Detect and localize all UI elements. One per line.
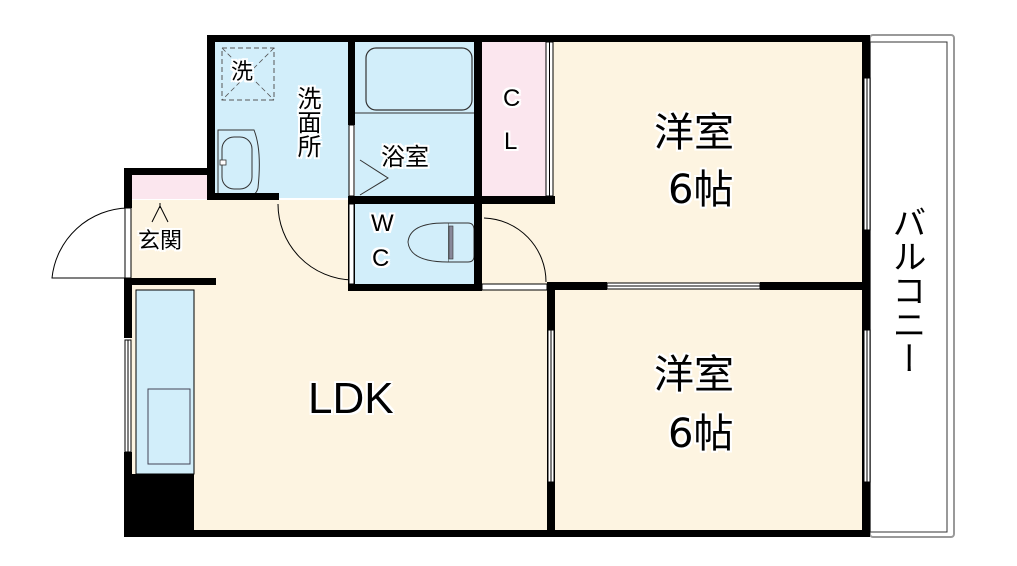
washer-space-icon xyxy=(221,47,275,101)
wc-label-w: W xyxy=(371,210,394,237)
bathroom-label: 浴室 xyxy=(381,143,429,171)
kitchen-sink xyxy=(147,388,191,465)
bathroom-floor xyxy=(355,40,480,198)
washroom-label: 洗面所 xyxy=(293,86,321,158)
western-room-2-label: 洋室 xyxy=(654,352,734,398)
balcony-label: バルコニー xyxy=(886,205,926,375)
closet-label-l: L xyxy=(504,128,518,155)
washer-label: 洗 xyxy=(231,60,254,85)
windows xyxy=(124,41,871,483)
kitchen-counter xyxy=(135,289,195,475)
western-room-1-size: 6帖 xyxy=(668,167,734,213)
washroom-door-swing xyxy=(277,203,353,281)
bathtub-icon xyxy=(365,47,473,111)
closet-label-c: C xyxy=(503,85,521,112)
closet-floor xyxy=(480,40,550,198)
wc-label-c: C xyxy=(372,245,390,272)
western-room-2-floor xyxy=(550,288,868,532)
western-room-2-size: 6帖 xyxy=(668,411,734,457)
entrance-door-swing xyxy=(51,207,129,279)
toilet-icon xyxy=(407,222,475,263)
entrance-label: 玄関 xyxy=(138,229,183,254)
bath-door-icon xyxy=(359,159,389,196)
western-room-1-label: 洋室 xyxy=(654,110,734,156)
entrance-floor xyxy=(130,200,208,284)
wash-basin-icon xyxy=(217,129,260,197)
room1-door-swing xyxy=(483,217,547,283)
entrance-storage xyxy=(130,175,208,199)
western-room-1-floor xyxy=(550,40,868,288)
ldk-label: LDK xyxy=(308,374,394,423)
